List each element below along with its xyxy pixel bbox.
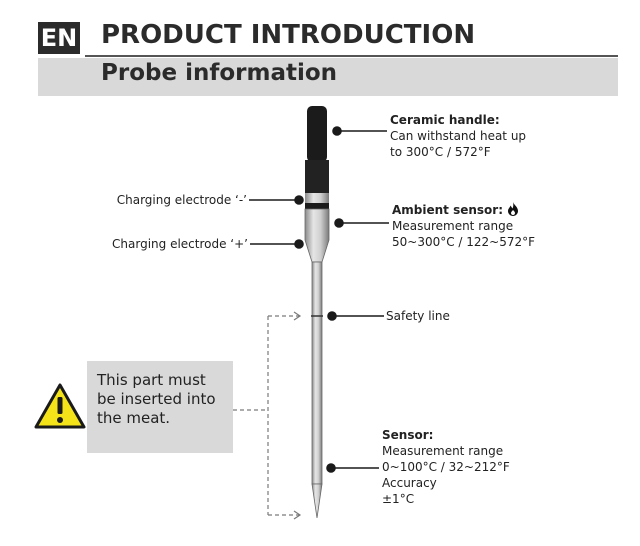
sensor-callout: Sensor: Measurement range 0~100°C / 32~2… (382, 427, 510, 507)
probe-ring-upper (305, 193, 329, 203)
handle-line1: Can withstand heat up (390, 129, 527, 143)
electrode-minus-label: Charging electrode ‘-’ (116, 193, 247, 207)
subtitle-band (38, 58, 618, 96)
page-subtitle: Probe information (101, 60, 338, 86)
handle-title: Ceramic handle: (390, 113, 500, 127)
header-divider (85, 55, 618, 57)
ceramic-handle (307, 106, 327, 162)
probe-ring-band (305, 203, 329, 209)
sensor-line1: Measurement range (382, 444, 504, 458)
handle-line2: to 300°C / 572°F (390, 145, 491, 159)
handle-callout: Ceramic handle: Can withstand heat up to… (390, 112, 526, 160)
insert-note-text: This part must be inserted into the meat… (97, 371, 216, 427)
insert-note-box (87, 361, 233, 453)
language-badge: EN (38, 22, 80, 54)
probe-tip (311, 483, 323, 519)
probe-shaft (311, 261, 323, 485)
ambient-callout: Ambient sensor: Measurement range 50~300… (392, 202, 535, 250)
sensor-line2: 0~100°C / 32~212°F (382, 460, 510, 474)
flame-icon (507, 202, 518, 216)
safety-line-label: Safety line (386, 309, 450, 323)
sensor-line3: Accuracy (382, 476, 437, 490)
ambient-title: Ambient sensor: (392, 203, 504, 217)
ambient-line2: 50~300°C / 122~572°F (392, 235, 536, 249)
ambient-line1: Measurement range (392, 219, 514, 233)
probe-collar (305, 160, 329, 196)
insertion-bracket (233, 311, 302, 520)
probe-taper (304, 208, 330, 263)
sensor-line4: ±1°C (382, 492, 415, 506)
electrode-plus-label: Charging electrode ‘+’ (112, 237, 248, 251)
sensor-title: Sensor: (382, 428, 434, 442)
warning-icon (34, 383, 86, 429)
section-title: PRODUCT INTRODUCTION (101, 20, 476, 50)
